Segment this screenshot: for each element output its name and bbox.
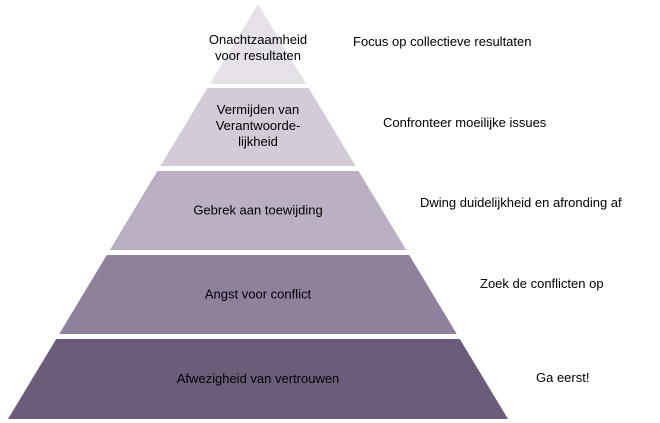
action-label-5: Ga eerst! [536,370,589,385]
tier-label-line: Angst voor conflict [205,287,312,302]
tier-label-line: Verantwoorde- [216,118,301,133]
action-labels: Focus op collectieve resultatenConfronte… [353,34,622,385]
tier-label-4: Angst voor conflict [205,287,312,302]
tier-label-5: Afwezigheid van vertrouwen [177,371,340,386]
tier-label-line: Vermijden van [217,102,299,117]
tier-label-line: lijkheid [238,134,278,149]
tier-label-line: voor resultaten [215,48,301,63]
pyramid-tier-3 [109,171,407,250]
action-label-4: Zoek de conflicten op [480,276,604,291]
pyramid-tier-5 [8,339,508,419]
tier-label-line: Gebrek aan toewijding [193,203,322,218]
action-label-2: Confronteer moeilijke issues [383,115,547,130]
action-label-3: Dwing duidelijkheid en afronding af [420,195,622,210]
pyramid-tier-1 [209,4,307,84]
action-label-1: Focus op collectieve resultaten [353,34,531,49]
tier-label-line: Afwezigheid van vertrouwen [177,371,340,386]
pyramid-tier-4 [59,255,457,334]
tier-label-3: Gebrek aan toewijding [193,203,322,218]
pyramid-tier-2 [160,88,356,166]
tier-label-line: Onachtzaamheid [209,32,307,47]
